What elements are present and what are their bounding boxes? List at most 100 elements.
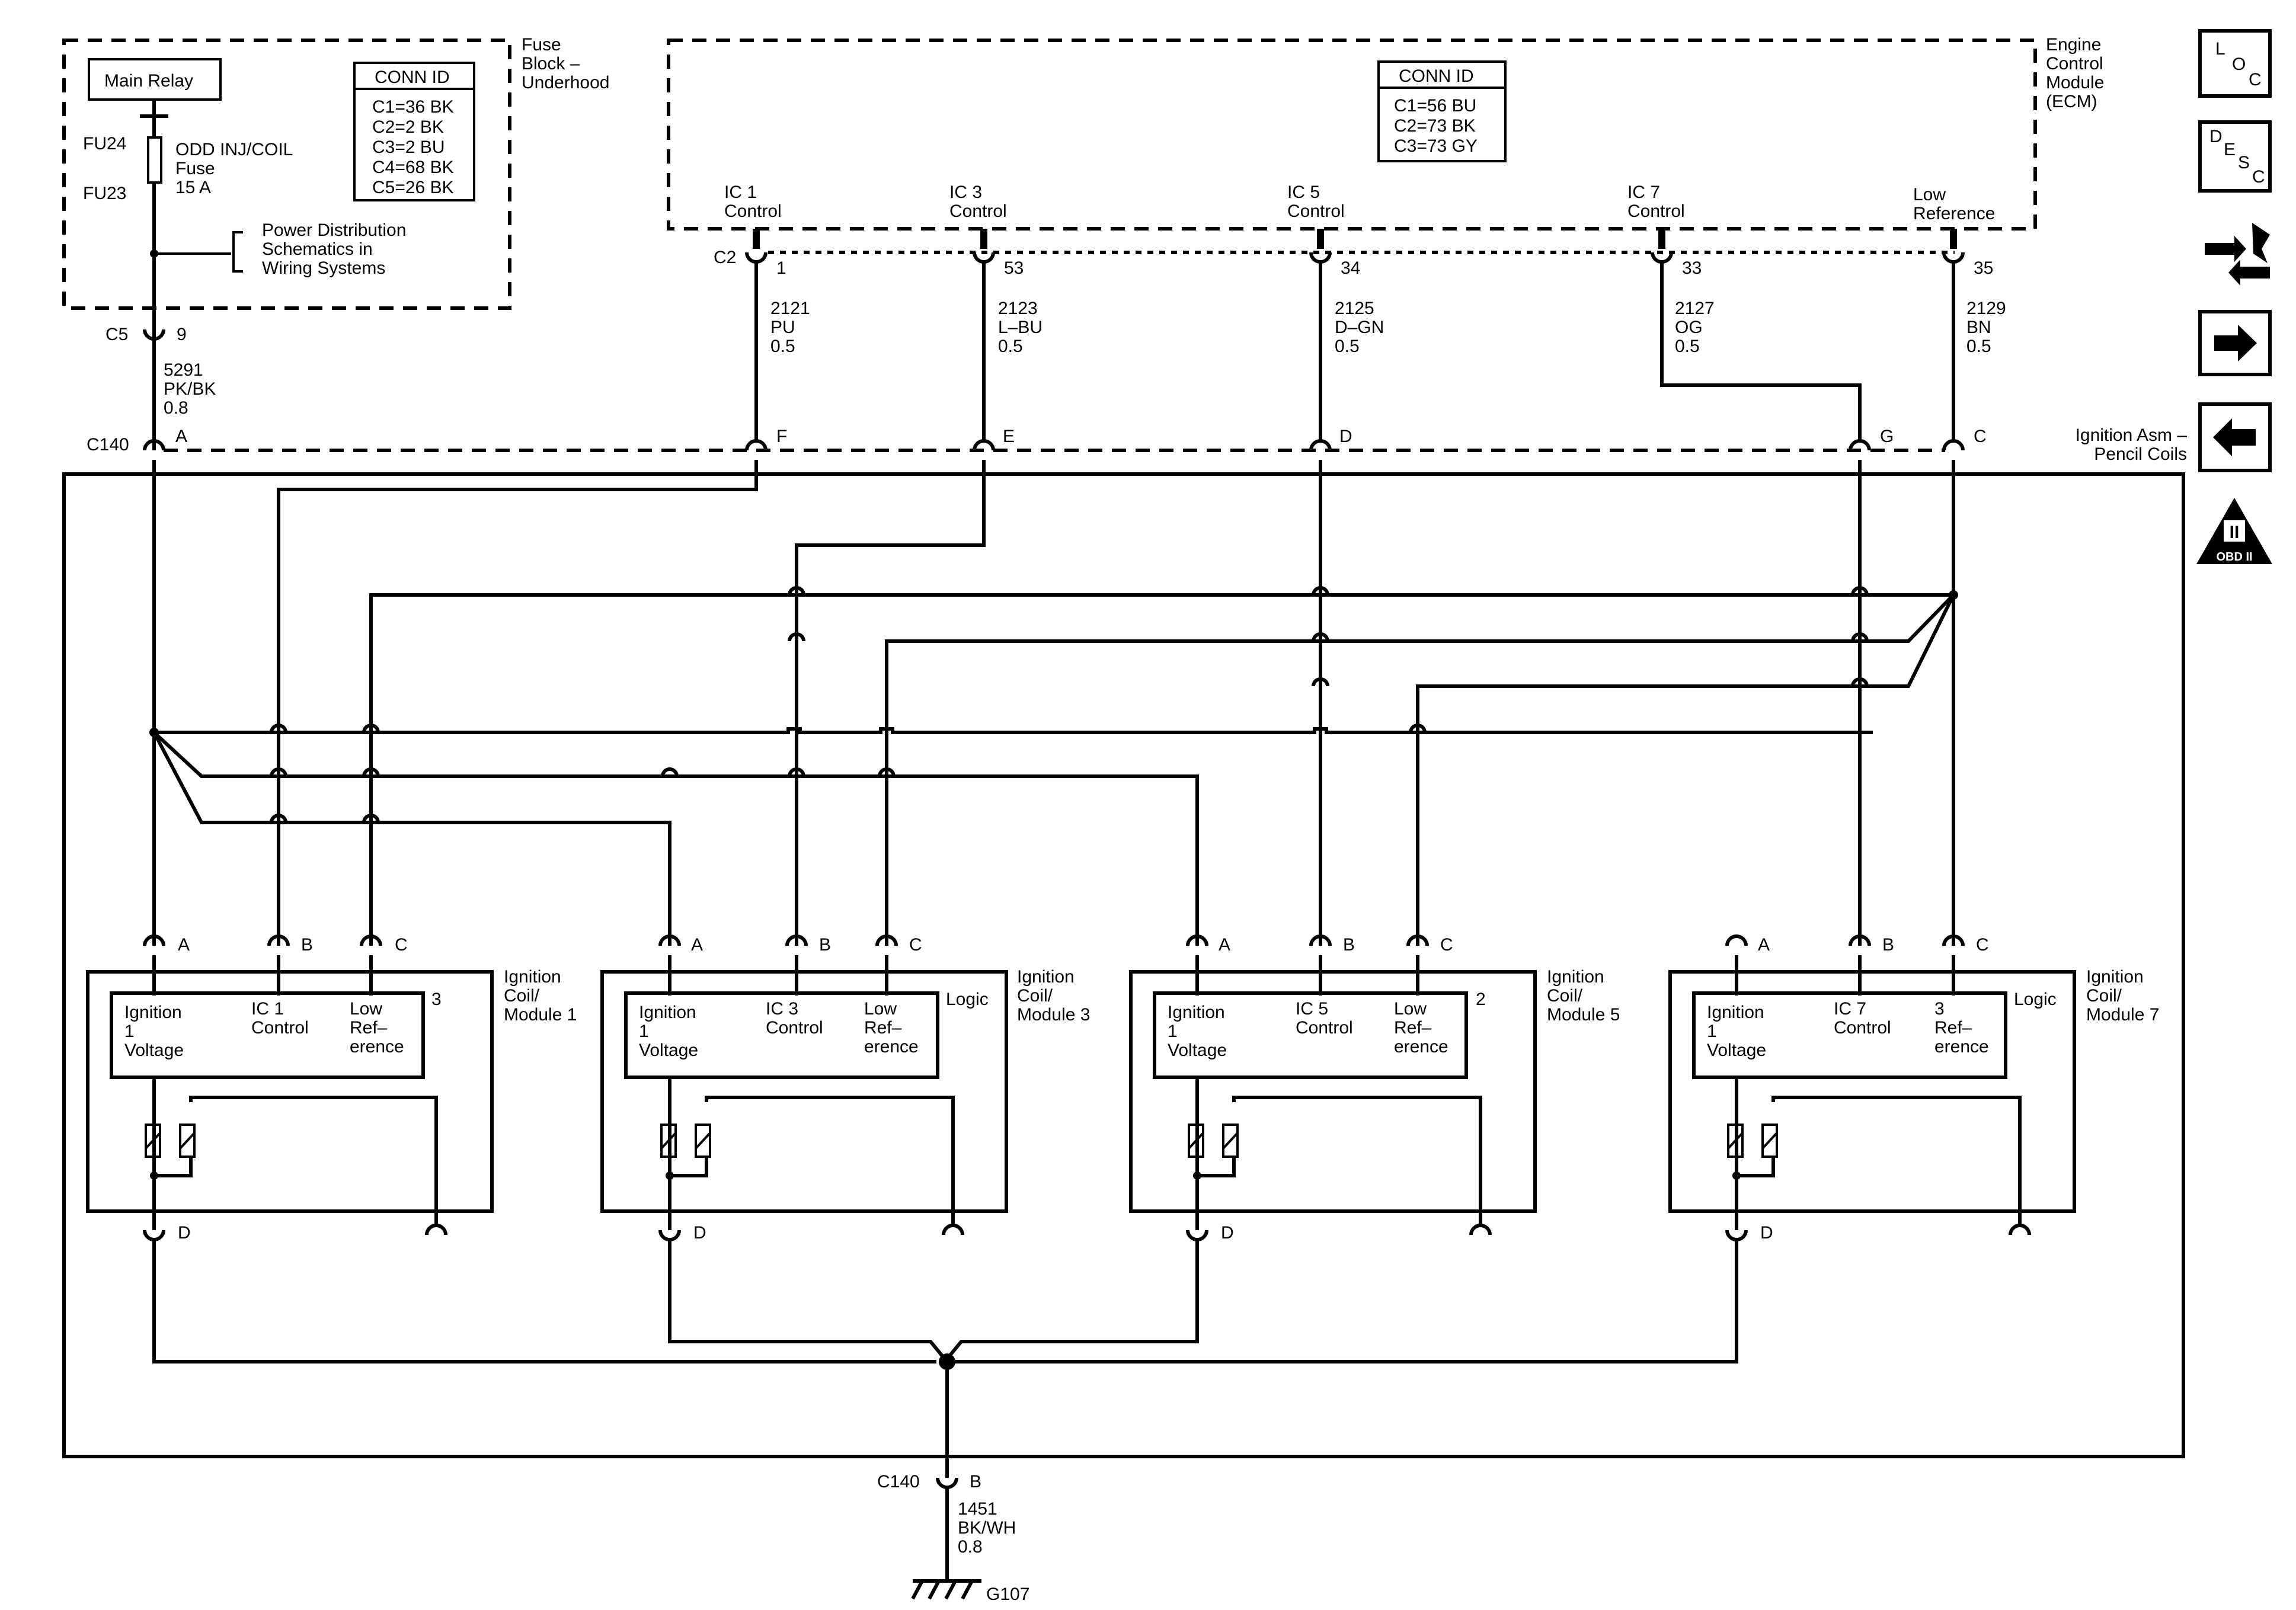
c5-label: C5 xyxy=(105,325,128,344)
svg-text:Ref–: Ref– xyxy=(1934,1018,1972,1038)
svg-text:Coil/: Coil/ xyxy=(2086,986,2122,1006)
svg-text:IC 7: IC 7 xyxy=(1834,999,1866,1019)
ecm-pin-34: 34 xyxy=(1309,229,1360,278)
ignition-coil-module-1: A B C Ignition 1 Voltage IC 1 Control Lo… xyxy=(86,934,577,1243)
svg-text:Ignition: Ignition xyxy=(1707,1003,1764,1022)
obd-ii-button[interactable]: II OBD II xyxy=(2196,498,2272,564)
coil-5-title: Ignition xyxy=(1547,967,1604,987)
coil-5-pin-b: B xyxy=(1343,935,1355,955)
ecm-title-1: Engine xyxy=(2046,35,2101,55)
svg-text:erence: erence xyxy=(350,1037,404,1057)
ignition-asm-title-1: Ignition Asm – xyxy=(2076,425,2188,445)
ground-wire-size: 0.8 xyxy=(958,1537,983,1557)
loc-icon: L xyxy=(2215,39,2225,59)
coil-1-pin-b: B xyxy=(301,935,313,955)
svg-text:Control: Control xyxy=(1834,1018,1891,1038)
loc-button[interactable]: L O C xyxy=(2198,29,2272,98)
fu23-label: FU23 xyxy=(83,184,126,203)
wire-2127-color: OG xyxy=(1675,318,1703,337)
coil-3-pin-d: D xyxy=(693,1223,706,1243)
ignition-coil-module-3: A B C Ignition 1 Voltage IC 3 Control Lo… xyxy=(600,934,1090,1243)
coil-5-pin-c: C xyxy=(1440,935,1453,955)
wire-2121-size: 0.5 xyxy=(770,337,795,356)
c140-connector: C140 A F E D G C xyxy=(87,427,1987,454)
coil-5-pin-d: D xyxy=(1221,1223,1234,1243)
fuse-rating: 15 A xyxy=(175,178,211,197)
svg-text:O: O xyxy=(2232,55,2246,74)
fuse-conn-id-title: CONN ID xyxy=(375,68,450,87)
coil-1-pin-a: A xyxy=(178,935,190,955)
svg-text:Module 1: Module 1 xyxy=(504,1005,577,1025)
coil-winding-icon xyxy=(1222,1124,1239,1158)
power-dist-ref-2: Schematics in xyxy=(262,239,373,259)
c140-pin-d: D xyxy=(1339,427,1352,446)
fu24-label: FU24 xyxy=(83,134,126,153)
ground-wire-circuit: 1451 xyxy=(958,1499,997,1519)
svg-text:erence: erence xyxy=(864,1037,919,1057)
ecm-title-4: (ECM) xyxy=(2046,92,2097,111)
coil-7-tag: Logic xyxy=(2014,990,2057,1009)
c140-pin-e: E xyxy=(1003,427,1015,446)
coil-7-pin-c: C xyxy=(1976,935,1989,955)
ecm-term-5-label2: Reference xyxy=(1913,204,1995,223)
fuse-conn-id-1: C1=36 BK xyxy=(372,97,454,117)
previous-page-arrow-icon xyxy=(2213,418,2256,456)
connector-tool-button[interactable] xyxy=(2205,223,2270,286)
ground-bus: C140 B 1451 BK/WH 0.8 G107 xyxy=(152,1240,1738,1604)
wire-2123-color: L–BU xyxy=(998,318,1043,337)
coil-3-tag: Logic xyxy=(946,990,989,1009)
svg-text:erence: erence xyxy=(1394,1037,1448,1057)
svg-text:IC 3: IC 3 xyxy=(766,999,798,1019)
c140-bottom-label: C140 xyxy=(877,1472,920,1491)
svg-text:34: 34 xyxy=(1341,258,1360,278)
wire-2123-size: 0.5 xyxy=(998,337,1023,356)
previous-page-button[interactable] xyxy=(2198,402,2272,472)
ecm-term-1-label2: Control xyxy=(724,201,782,221)
c5-pin: 9 xyxy=(177,325,187,344)
svg-text:E: E xyxy=(2224,140,2236,159)
fuse-conn-id-3: C3=2 BU xyxy=(372,137,445,157)
c140-pin-b: B xyxy=(970,1472,981,1491)
ecm-term-5-label: Low xyxy=(1913,185,1946,204)
ecm-term-4-label2: Control xyxy=(1627,201,1685,221)
feed-wire-size: 0.8 xyxy=(164,398,188,418)
wire-2121-circuit: 2121 xyxy=(770,299,810,318)
desc-button[interactable]: D E S C xyxy=(2198,120,2272,193)
svg-text:Low: Low xyxy=(350,999,382,1019)
ignition-assembly-frame xyxy=(62,472,2185,1458)
svg-text:Control: Control xyxy=(1296,1018,1353,1038)
svg-text:Coil/: Coil/ xyxy=(1547,986,1583,1006)
svg-text:Coil/: Coil/ xyxy=(1017,986,1053,1006)
svg-text:Voltage: Voltage xyxy=(1168,1041,1227,1060)
coil-7-title: Ignition xyxy=(2086,967,2144,987)
coil-winding-icon xyxy=(1761,1124,1778,1158)
coil-1-pin-c: C xyxy=(395,935,408,955)
fuse-block-title-2: Block – xyxy=(522,54,580,73)
svg-text:1: 1 xyxy=(639,1022,649,1041)
ecm-term-3-label2: Control xyxy=(1287,201,1345,221)
ground-g107-label: G107 xyxy=(986,1585,1029,1604)
ignition-coil-module-5: A B C Ignition 1 Voltage IC 5 Control Lo… xyxy=(1129,934,1620,1243)
coil-7-pin-a: A xyxy=(1758,935,1770,955)
ecm-conn-id-2: C2=73 BK xyxy=(1394,116,1476,136)
c140-label: C140 xyxy=(87,435,129,454)
ground-wire-color: BK/WH xyxy=(958,1518,1016,1538)
ecm-pin-35: 35 xyxy=(1942,229,1993,278)
wire-2125-circuit: 2125 xyxy=(1335,299,1374,318)
svg-text:3: 3 xyxy=(1934,999,1945,1019)
svg-text:IC 5: IC 5 xyxy=(1296,999,1328,1019)
c5-connector: C5 9 5291 PK/BK 0.8 xyxy=(105,325,216,450)
wire-2127-size: 0.5 xyxy=(1675,337,1700,356)
wire-2129-color: BN xyxy=(1966,318,1991,337)
wire-2125-size: 0.5 xyxy=(1335,337,1360,356)
coil-7-pin-d: D xyxy=(1760,1223,1773,1243)
ecm-term-2-label: IC 3 xyxy=(949,183,982,202)
ecm-term-4-label: IC 7 xyxy=(1627,183,1660,202)
fuse-block-title-3: Underhood xyxy=(522,73,609,92)
svg-text:Module 5: Module 5 xyxy=(1547,1005,1620,1025)
coil-3-pin-b: B xyxy=(819,935,831,955)
ecm-term-1-label: IC 1 xyxy=(724,183,757,202)
next-page-button[interactable] xyxy=(2198,310,2272,376)
main-relay-label: Main Relay xyxy=(104,71,193,91)
svg-text:Control: Control xyxy=(766,1018,823,1038)
